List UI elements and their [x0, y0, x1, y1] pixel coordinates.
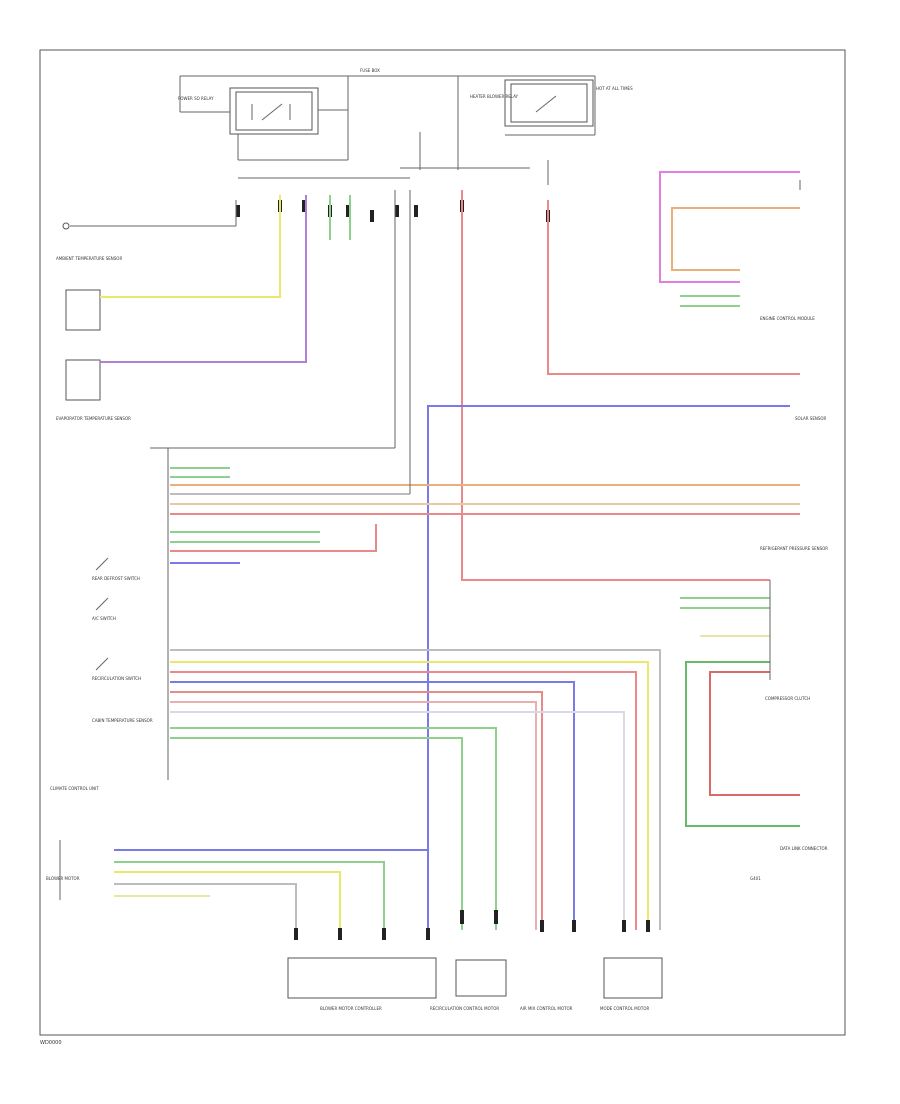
wire-blue-main: [427, 405, 790, 940]
recirc-switch-label: RECIRCULATION SWITCH: [92, 676, 141, 681]
blower-wires: [114, 849, 428, 930]
air-mix-actuator-box: AIR MIX CONTROL MOTOR: [520, 1006, 573, 1011]
rear-defrost-label: REAR DEFROST SWITCH: [92, 576, 140, 581]
solar-sensor-label: SOLAR SENSOR: [795, 416, 827, 421]
blower-controller-box: BLOWER MOTOR CONTROLLER: [287, 957, 437, 1011]
connector-row: [236, 200, 550, 222]
recirc-actuator-box: RECIRCULATION CONTROL MOTOR: [430, 959, 507, 1011]
fuse-box-label: FUSE BOX: [360, 68, 380, 73]
mode-actuator-box: MODE CONTROL MOTOR: [600, 957, 663, 1011]
cabin-sensor-label: CABIN TEMPERATURE SENSOR: [92, 718, 153, 723]
ac-switch-label: A/C SWITCH: [92, 616, 116, 621]
wire-red-main: [461, 190, 770, 581]
control-unit-label: CLIMATE CONTROL UNIT: [50, 786, 99, 791]
right-green-loop: [680, 597, 800, 827]
blower-motor-label: BLOWER MOTOR: [46, 876, 80, 881]
page-id: WD0000: [40, 1040, 62, 1046]
data-link-label: DATA LINK CONNECTOR: [780, 846, 828, 851]
hvac-relay-label: HEATER BLOWER RELAY: [470, 94, 519, 99]
hot-at-all-label: HOT AT ALL TIMES: [596, 86, 633, 91]
diagram-frame: [39, 49, 846, 1036]
mode-actuator-label: MODE CONTROL MOTOR: [600, 1006, 649, 1011]
bottom-connector-tags: [294, 910, 650, 940]
evap-temp-sensor: EVAPORATOR TEMPERATURE SENSOR: [56, 289, 131, 421]
wire-red-right: [547, 200, 800, 375]
compressor-label: COMPRESSOR CLUTCH: [765, 696, 810, 701]
right-small-wires: [680, 295, 740, 307]
wire-yellow-upper: [100, 195, 281, 298]
switch-symbols: [95, 557, 109, 671]
evap-sensor-label: EVAPORATOR TEMPERATURE SENSOR: [56, 416, 131, 421]
wire-violet: [100, 195, 307, 363]
recirc-actuator-label: RECIRCULATION CONTROL MOTOR: [430, 1006, 499, 1011]
wire-green-short: [329, 195, 351, 240]
air-mix-actuator-label: AIR MIX CONTROL MOTOR: [520, 1006, 573, 1011]
blower-controller-label: BLOWER MOTOR CONTROLLER: [320, 1006, 382, 1011]
ambient-temp-sensor: AMBIENT TEMPERATURE SENSOR: [56, 200, 237, 261]
ambient-sensor-label: AMBIENT TEMPERATURE SENSOR: [56, 256, 122, 261]
refrigerant-sensor-label: REFRIGERANT PRESSURE SENSOR: [760, 546, 828, 551]
top-bus-wiring: FUSE BOX: [179, 68, 596, 185]
wire-magenta: [659, 171, 800, 283]
power-relay-label: POWER SO RELAY: [178, 96, 214, 101]
hvac-relay: HEATER BLOWER RELAY HOT AT ALL TIMES: [470, 79, 633, 127]
wire-orange-right: [671, 207, 800, 271]
lower-bundle: [170, 649, 661, 930]
gray-structure: [59, 180, 801, 900]
ground-label: G401: [750, 876, 761, 881]
control-unit-wires: [170, 467, 800, 564]
ecm-label: ENGINE CONTROL MODULE: [760, 316, 815, 321]
power-relay: POWER SO RELAY: [178, 87, 319, 135]
